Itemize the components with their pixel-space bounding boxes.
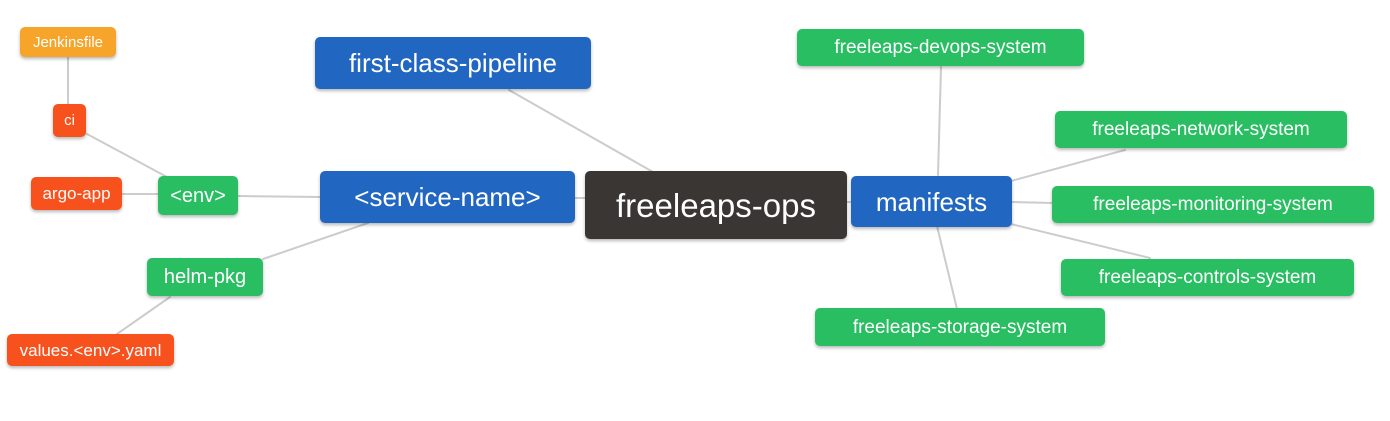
node-label: freeleaps-controls-system bbox=[1098, 267, 1317, 288]
edge-ci-env bbox=[86, 133, 168, 178]
node-service-name[interactable]: <service-name> bbox=[320, 171, 575, 223]
node-first-class-pipeline[interactable]: first-class-pipeline bbox=[315, 37, 591, 89]
node-label: freeleaps-ops bbox=[616, 186, 816, 224]
node-ci[interactable]: ci bbox=[53, 104, 86, 137]
node-env[interactable]: <env> bbox=[158, 176, 238, 215]
node-label: freeleaps-monitoring-system bbox=[1093, 194, 1333, 215]
node-label: freeleaps-devops-system bbox=[834, 37, 1047, 58]
node-label: values.<env>.yaml bbox=[19, 340, 162, 360]
node-freeleaps-controls-system[interactable]: freeleaps-controls-system bbox=[1061, 259, 1354, 296]
node-label: freeleaps-storage-system bbox=[852, 316, 1068, 338]
node-label: manifests bbox=[875, 186, 988, 217]
node-freeleaps-ops-root[interactable]: freeleaps-ops bbox=[585, 171, 847, 239]
edge-manifests-devops bbox=[937, 66, 942, 176]
edge-pipeline-freeleapsops bbox=[508, 89, 654, 173]
node-label: freeleaps-network-system bbox=[1092, 119, 1310, 140]
node-freeleaps-devops-system[interactable]: freeleaps-devops-system bbox=[797, 29, 1084, 66]
node-jenkinsfile[interactable]: Jenkinsfile bbox=[20, 27, 116, 57]
edge-manifests-monitoring bbox=[1010, 201, 1054, 204]
node-manifests[interactable]: manifests bbox=[851, 176, 1012, 227]
node-label: helm-pkg bbox=[163, 266, 247, 288]
node-freeleaps-storage-system[interactable]: freeleaps-storage-system bbox=[815, 308, 1105, 346]
edge-env-servicename bbox=[237, 195, 321, 198]
node-label: <service-name> bbox=[354, 182, 541, 212]
edge-manifests-controls bbox=[1010, 223, 1151, 259]
node-values-env-yaml[interactable]: values.<env>.yaml bbox=[7, 334, 174, 366]
node-helm-pkg[interactable]: helm-pkg bbox=[147, 258, 263, 296]
edge-values-helmpkg bbox=[116, 296, 171, 335]
node-label: ci bbox=[64, 112, 75, 129]
edge-manifests-network bbox=[1010, 149, 1126, 182]
node-label: first-class-pipeline bbox=[348, 48, 558, 78]
node-freeleaps-monitoring-system[interactable]: freeleaps-monitoring-system bbox=[1052, 186, 1374, 223]
node-label: <env> bbox=[170, 184, 226, 207]
node-argo-app[interactable]: argo-app bbox=[31, 177, 122, 210]
edge-manifests-storage bbox=[936, 225, 958, 310]
node-label: Jenkinsfile bbox=[32, 33, 104, 51]
node-label: argo-app bbox=[42, 184, 111, 203]
node-freeleaps-network-system[interactable]: freeleaps-network-system bbox=[1055, 111, 1347, 148]
edge-helmpkg-servicename bbox=[262, 222, 369, 260]
